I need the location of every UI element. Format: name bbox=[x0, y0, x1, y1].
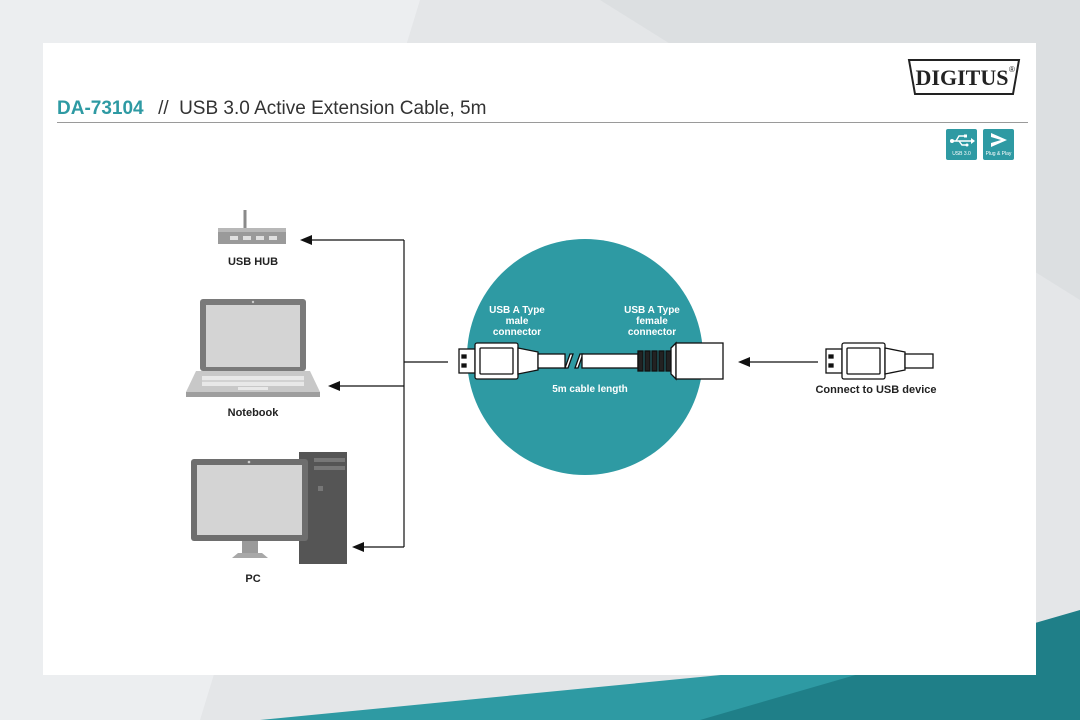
notebook-icon bbox=[186, 299, 320, 397]
usb-device-plug bbox=[825, 342, 934, 380]
logo-text: DIGITUS bbox=[916, 65, 1009, 90]
plug-and-play-badge: Plug & Play bbox=[983, 129, 1014, 160]
male-connector-label: USB A Type male connector bbox=[489, 305, 545, 338]
model-number: DA-73104 bbox=[57, 98, 144, 119]
connect-device-label: Connect to USB device bbox=[815, 384, 937, 396]
cable-length-label: 5m cable length bbox=[552, 384, 628, 395]
usb-hub-label: USB HUB bbox=[227, 256, 279, 268]
pc-label: PC bbox=[245, 573, 261, 585]
female-connector-label: USB A Type female connector bbox=[624, 305, 680, 338]
usb-badge-label: USB 3.0 bbox=[952, 151, 971, 157]
usb-3-badge: USB 3.0 bbox=[946, 129, 977, 160]
title-separator: // bbox=[158, 98, 169, 119]
plug-and-play-label: Plug & Play bbox=[985, 151, 1012, 157]
notebook-label: Notebook bbox=[227, 407, 279, 419]
plug-and-play-icon bbox=[991, 133, 1007, 147]
pc-icon bbox=[191, 452, 347, 564]
usb-icon bbox=[950, 134, 975, 147]
page-header: DA-73104 // USB 3.0 Active Extension Cab… bbox=[57, 98, 486, 120]
product-title: USB 3.0 Active Extension Cable, 5m bbox=[179, 98, 487, 119]
usb-cable bbox=[458, 341, 724, 381]
registered-mark: ® bbox=[1009, 65, 1015, 74]
device-arrow bbox=[738, 357, 818, 367]
digitus-logo: DIGITUS ® bbox=[907, 59, 1021, 95]
device-arrows bbox=[300, 235, 448, 552]
usb-hub-icon bbox=[218, 210, 286, 244]
header-rule bbox=[57, 122, 1028, 123]
